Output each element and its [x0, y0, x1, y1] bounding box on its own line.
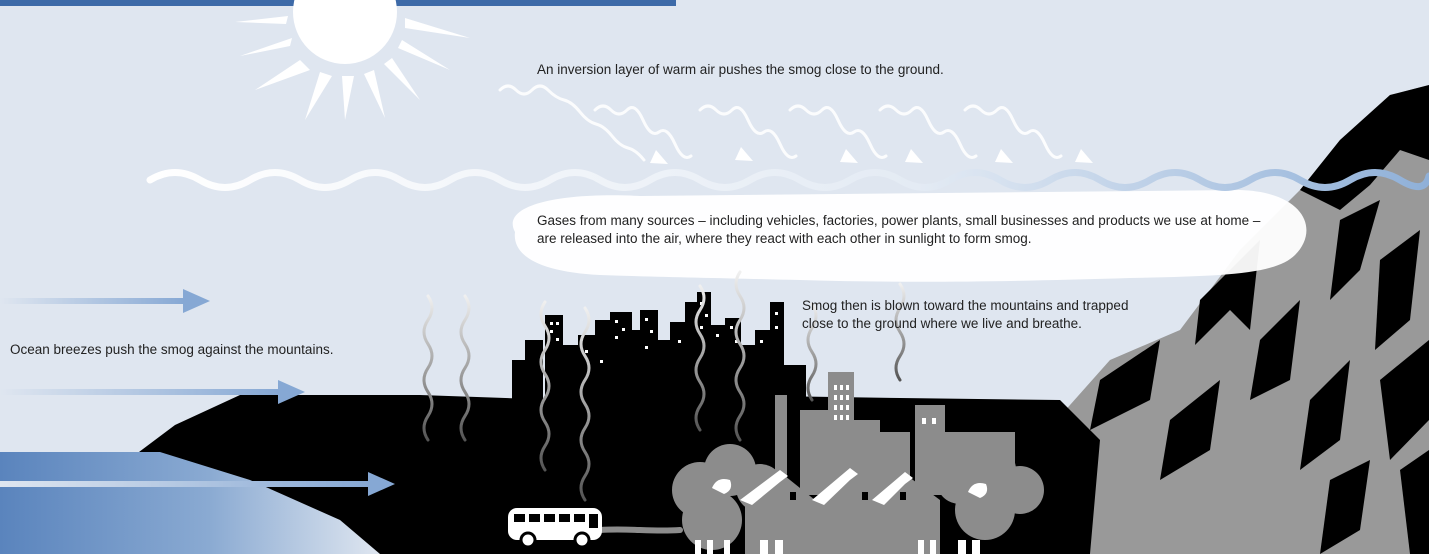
smog-cloud [512, 190, 1307, 282]
gases-caption: Gases from many sources – including vehi… [537, 213, 1261, 246]
blown-caption: Smog then is blown toward the mountains … [802, 298, 1129, 331]
factory-windows [834, 385, 936, 424]
inversion-caption: An inversion layer of warm air pushes th… [537, 62, 944, 77]
ocean-caption: Ocean breezes push the smog against the … [10, 342, 334, 357]
city-windows [550, 302, 778, 363]
exhaust-trail [597, 526, 683, 534]
inversion-arrows [498, 84, 1063, 162]
smoke-trails [422, 270, 906, 502]
sun-icon [235, 0, 470, 120]
houses [695, 468, 980, 554]
inversion-layer [146, 169, 1429, 191]
inversion-arrowheads [650, 147, 1093, 164]
bus-icon [508, 508, 602, 549]
bush-highlights [712, 479, 988, 498]
breeze-arrows [0, 289, 395, 496]
ocean [0, 452, 380, 554]
